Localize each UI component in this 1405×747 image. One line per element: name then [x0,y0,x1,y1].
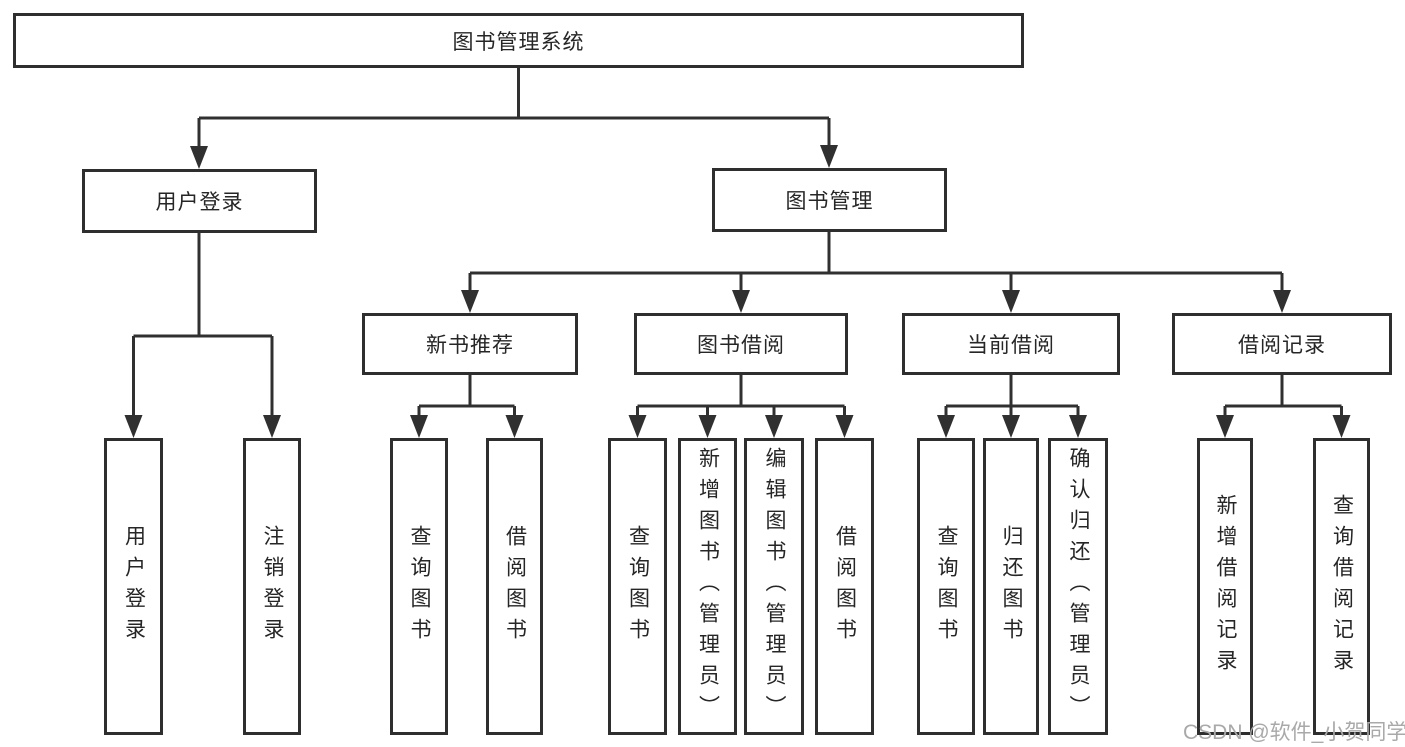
leaf-label: 查询图书 [408,524,431,649]
leaf-query-books-current: 查询图书 [917,438,975,735]
node-user-login: 用户登录 [82,169,317,233]
node-label: 图书管理 [785,190,874,213]
edge-user-login-children [124,233,281,438]
edge-book-borrowing-children [628,375,854,438]
arrowhead-down [835,415,854,438]
node-library-system: 图书管理系统 [13,13,1024,68]
arrowhead-down [820,145,838,168]
arrowhead-down [1273,290,1291,313]
arrowhead-down [628,415,647,438]
leaf-query-books-recommend: 查询图书 [390,438,448,735]
node-label: 新书推荐 [426,334,514,357]
leaf-label: 新增借阅记录 [1214,493,1237,680]
node-borrowing-records: 借阅记录 [1172,313,1392,375]
arrowhead-down [461,290,479,313]
arrowhead-down [1069,415,1087,438]
leaf-query-borrow-record: 查询借阅记录 [1313,438,1370,735]
leaf-label: 注销登录 [261,524,284,649]
leaf-query-books-borrowing: 查询图书 [608,438,667,735]
edge-new-book-recommendation-children [410,375,524,438]
leaf-return-books: 归还图书 [983,438,1039,735]
edge-borrowing-records-children [1216,375,1351,438]
arrowhead-down [732,290,750,313]
leaf-borrow-books-recommend: 借阅图书 [486,438,543,735]
arrowhead-down [505,415,524,438]
node-label: 用户登录 [155,191,244,214]
leaf-label: 借阅图书 [833,524,857,649]
leaf-label: 归还图书 [1000,524,1023,649]
leaf-add-borrow-record: 新增借阅记录 [1197,438,1253,735]
edge-root-to-level2 [190,68,838,169]
node-book-management: 图书管理 [712,168,947,232]
arrowhead-down [1216,415,1234,438]
edge-current-borrowing-children [937,375,1087,438]
node-label: 图书借阅 [697,334,785,357]
leaf-label: 新增图书（管理员） [696,447,720,726]
leaf-label: 编辑图书（管理员） [763,447,786,726]
leaf-borrow-books-borrowing: 借阅图书 [815,438,874,735]
arrowhead-down [124,415,143,438]
leaf-label: 查询借阅记录 [1330,493,1354,680]
arrowhead-down [263,415,281,438]
leaf-user-login: 用户登录 [104,438,163,735]
leaf-confirm-return-admin: 确认归还（管理员） [1048,438,1108,735]
csdn-watermark: CSDN @软件_小贺同学 [1183,721,1405,744]
arrowhead-down [765,415,783,438]
node-current-borrowing: 当前借阅 [902,313,1120,375]
arrowhead-down [1002,415,1020,438]
node-label: 图书管理系统 [452,30,585,54]
leaf-add-books-admin: 新增图书（管理员） [678,438,737,735]
leaf-logout: 注销登录 [243,438,301,735]
arrowhead-down [190,146,208,169]
leaf-label: 借阅图书 [503,524,527,649]
leaf-label: 查询图书 [935,524,958,649]
node-label: 借阅记录 [1238,334,1326,357]
edge-book-management-children [461,232,1291,313]
arrowhead-down [698,415,717,438]
node-label: 当前借阅 [967,334,1055,357]
arrowhead-down [937,415,955,438]
arrowhead-down [410,415,428,438]
node-book-borrowing: 图书借阅 [634,313,848,375]
arrowhead-down [1332,415,1351,438]
leaf-label: 确认归还（管理员） [1067,447,1090,726]
leaf-label: 用户登录 [122,524,146,649]
arrowhead-down [1002,290,1020,313]
leaf-label: 查询图书 [626,524,650,649]
node-new-book-recommendation: 新书推荐 [362,313,578,375]
leaf-edit-books-admin: 编辑图书（管理员） [744,438,804,735]
